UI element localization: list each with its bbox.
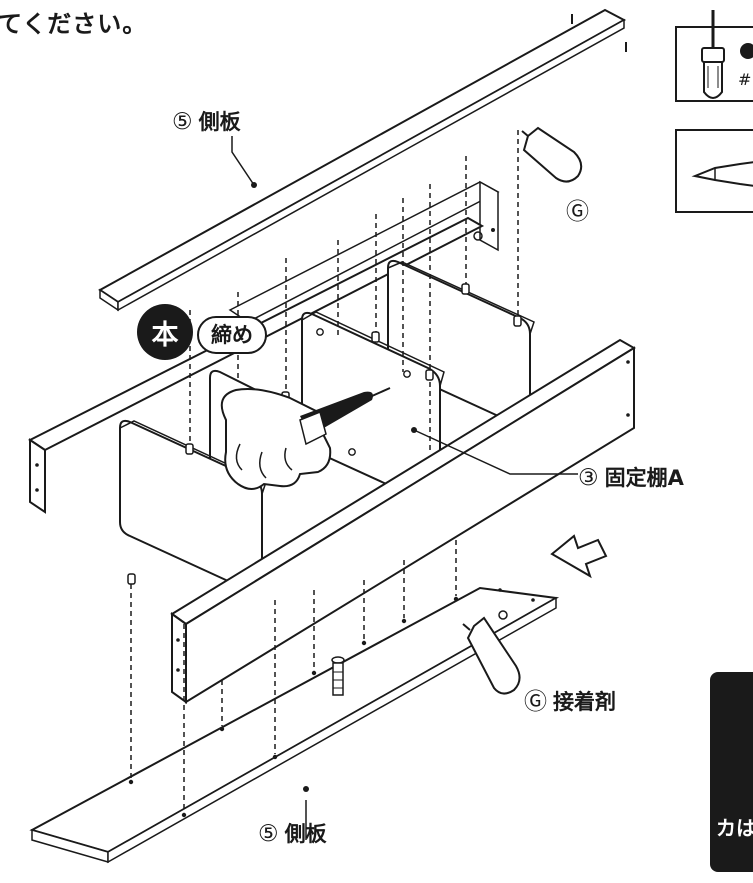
label-glue-top: Ⓖ: [566, 192, 595, 226]
part-number-5: ⑤: [172, 109, 193, 135]
part-letter-g: Ⓖ: [524, 689, 547, 715]
part-number-3: ③: [578, 465, 599, 491]
side-tab-text: カは: [716, 816, 753, 840]
tool-size-label: #: [738, 70, 752, 89]
tool-box-glue: [675, 129, 753, 213]
badge-label: 締め: [197, 316, 267, 354]
back-panel: [228, 180, 500, 323]
page-heading: てください。: [0, 10, 148, 38]
part-name: 接着剤: [553, 690, 616, 714]
part-name: 側板: [198, 110, 241, 134]
part-letter-g: Ⓖ: [566, 199, 589, 225]
bottom-guide-lines: [130, 540, 457, 812]
side-tab: カは: [710, 672, 753, 872]
leader-lines: [231, 136, 578, 840]
direction-arrow-icon: [550, 534, 608, 579]
dowel-screw-icon: [331, 656, 345, 696]
glue-bottle-top-icon: [521, 126, 583, 183]
leader-dots: [251, 182, 417, 792]
front-long-board: [170, 338, 636, 704]
phillips-mark-icon: [740, 43, 753, 59]
badge-circle: 本: [137, 304, 193, 360]
gloved-hand-screwdriver-icon: [220, 387, 391, 490]
screwdriver-icon: [701, 10, 725, 99]
bottom-holes: [128, 596, 459, 818]
part-number-5: ⑤: [258, 821, 279, 847]
glue-bottle-icon: [691, 161, 753, 187]
bottom-side-panel: [29, 586, 560, 864]
part-name: 固定棚A: [604, 466, 684, 490]
part-name: 側板: [284, 822, 327, 846]
glue-bottle-bottom-icon: [462, 616, 521, 695]
tool-box-screwdriver: [675, 10, 753, 102]
top-side-panel: [98, 8, 627, 312]
